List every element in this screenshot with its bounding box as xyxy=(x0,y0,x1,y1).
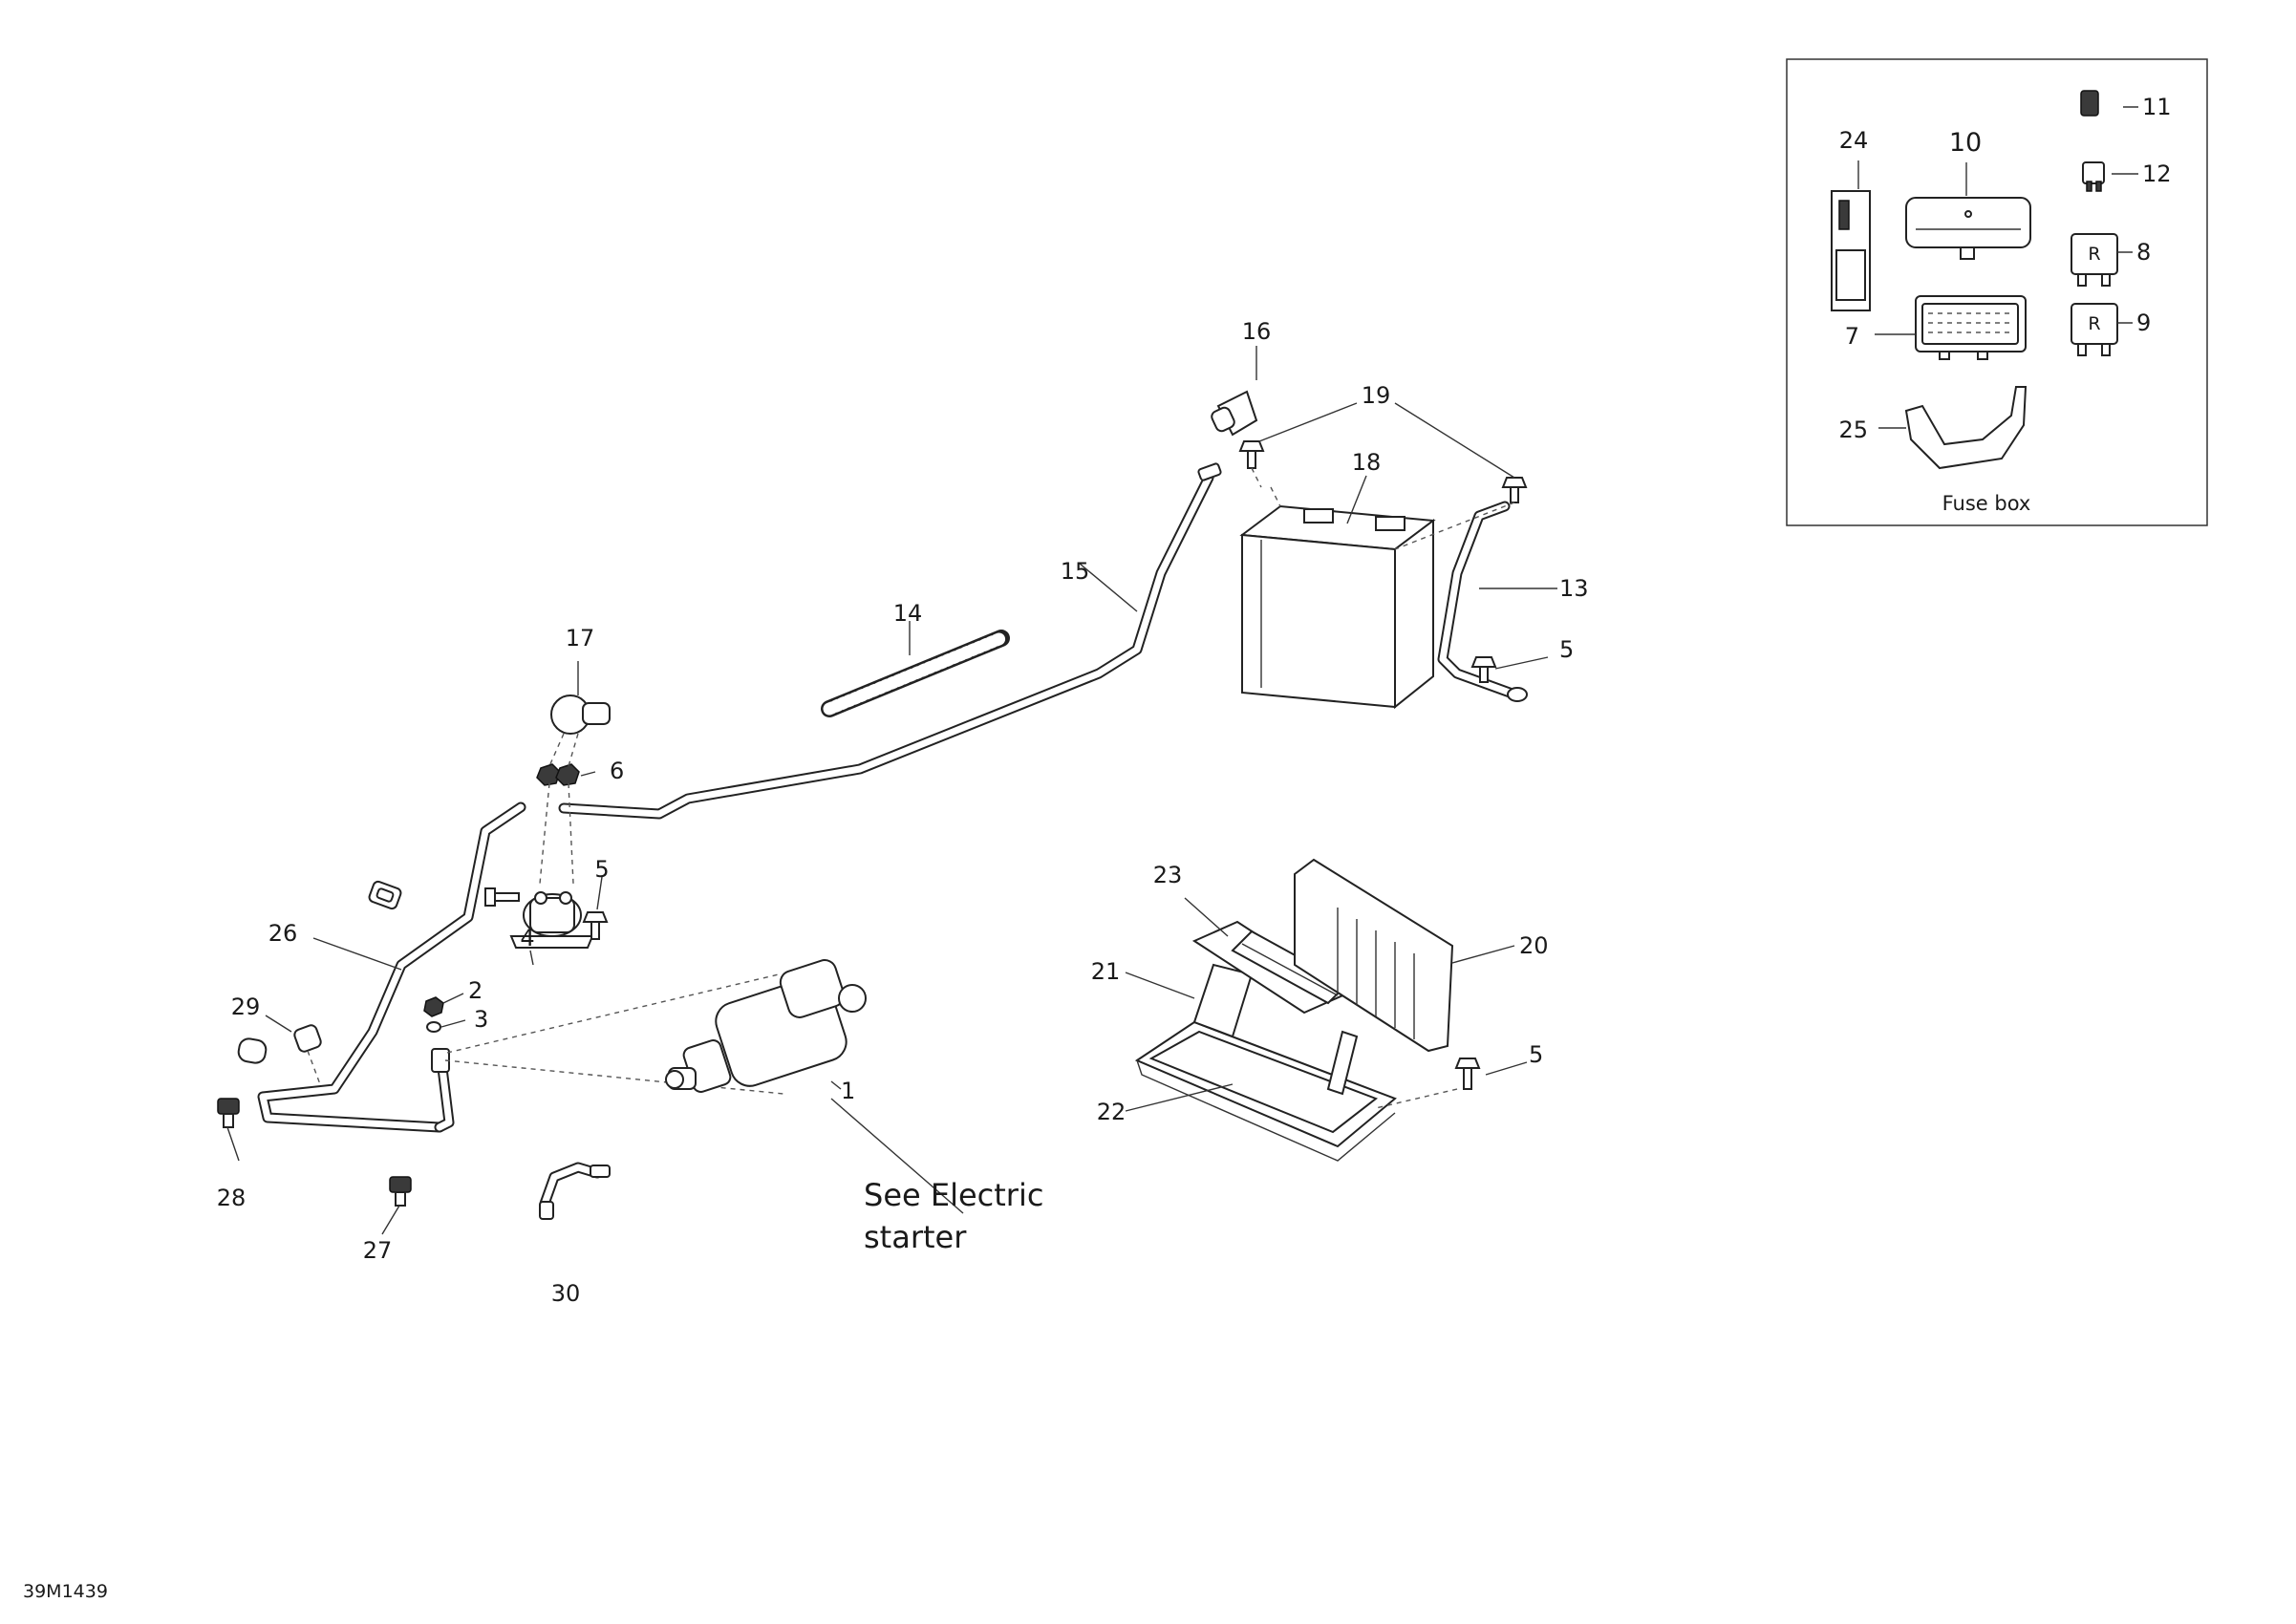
callout-5-solenoid: 5 xyxy=(594,856,609,883)
note-line-2: starter xyxy=(864,1219,967,1255)
callout-3: 3 xyxy=(474,1006,488,1033)
callout-6: 6 xyxy=(610,758,624,784)
relay-8: R xyxy=(2071,233,2118,287)
bolt-5-tray xyxy=(1454,1058,1481,1090)
battery-cable-15 xyxy=(558,462,1222,820)
starter-solenoid-4 xyxy=(509,891,594,949)
callout-22: 22 xyxy=(1097,1099,1127,1125)
clip-29 xyxy=(293,1024,322,1053)
callout-1: 1 xyxy=(841,1078,855,1104)
clamp-28 xyxy=(217,1098,240,1128)
callout-17: 17 xyxy=(566,625,595,652)
grommet-29 xyxy=(237,1037,268,1064)
fuse-box-bracket-25 xyxy=(1904,386,2028,470)
mini-fuse-11 xyxy=(2080,90,2099,117)
callout-14: 14 xyxy=(893,600,923,627)
relay-9: R xyxy=(2071,303,2118,356)
clamp-27 xyxy=(389,1176,412,1207)
terminal-bolt-19b xyxy=(1501,477,1528,503)
terminal-cap-16 xyxy=(1211,390,1258,437)
callout-4: 4 xyxy=(520,925,534,951)
callout-5-ground: 5 xyxy=(1559,636,1574,663)
callout-30: 30 xyxy=(551,1280,581,1307)
battery-18 xyxy=(1239,504,1436,710)
fuse-box-base-7 xyxy=(1915,295,2027,360)
nut-6b xyxy=(555,763,580,786)
callout-9: 9 xyxy=(2136,310,2151,336)
callout-28: 28 xyxy=(217,1185,247,1211)
callout-12: 12 xyxy=(2142,160,2172,187)
jumper-cable-30 xyxy=(539,1162,611,1220)
callout-20: 20 xyxy=(1519,932,1549,959)
callout-27: 27 xyxy=(363,1237,393,1264)
terminal-cap-17 xyxy=(550,694,611,735)
callout-2: 2 xyxy=(468,977,483,1004)
callout-18: 18 xyxy=(1352,449,1382,476)
callout-24: 24 xyxy=(1839,127,1869,154)
callout-7: 7 xyxy=(1845,323,1859,350)
fuse-box-cover-10 xyxy=(1905,197,2031,260)
callout-10: 10 xyxy=(1949,128,1982,158)
callout-8: 8 xyxy=(2136,239,2151,266)
fuse-label-24 xyxy=(1831,190,1871,311)
cable-clip-26 xyxy=(368,880,402,910)
fuse-box-inset: R R 24 10 11 12 8 9 7 25 Fuse box xyxy=(1786,58,2208,526)
leader-lines xyxy=(226,346,1557,1235)
washer-3 xyxy=(426,1021,441,1033)
protective-sleeve-14 xyxy=(821,630,1010,717)
callout-16: 16 xyxy=(1242,318,1272,345)
bolt-5-solenoid-right xyxy=(582,911,609,940)
relay-8-label: R xyxy=(2088,244,2100,265)
nut-2 xyxy=(423,996,444,1017)
note-line-1: See Electric xyxy=(864,1177,1043,1213)
callout-25: 25 xyxy=(1838,417,1868,443)
terminal-bolt-19a xyxy=(1238,440,1265,469)
callout-11: 11 xyxy=(2142,94,2172,120)
fuse-box-caption: Fuse box xyxy=(1942,492,2031,515)
callout-21: 21 xyxy=(1091,958,1121,985)
callout-15: 15 xyxy=(1061,558,1090,585)
blade-fuse-12 xyxy=(2082,161,2105,192)
callout-19: 19 xyxy=(1362,382,1391,409)
nut-6a xyxy=(536,763,561,786)
callout-23: 23 xyxy=(1153,862,1183,888)
drawing-reference: 39M1439 xyxy=(23,1581,108,1602)
electric-starter-1 xyxy=(665,959,867,1093)
battery-tray-22 xyxy=(1134,1020,1397,1162)
bolt-5-solenoid-left xyxy=(484,887,520,907)
callout-26: 26 xyxy=(268,920,298,947)
callout-13: 13 xyxy=(1559,575,1589,602)
relay-9-label: R xyxy=(2088,313,2100,334)
battery-cover-20 xyxy=(1294,858,1454,1053)
callout-29: 29 xyxy=(231,994,261,1020)
starter-cable-26 xyxy=(257,801,526,1133)
callout-5-tray: 5 xyxy=(1529,1041,1543,1068)
bolt-5-ground xyxy=(1470,656,1497,683)
